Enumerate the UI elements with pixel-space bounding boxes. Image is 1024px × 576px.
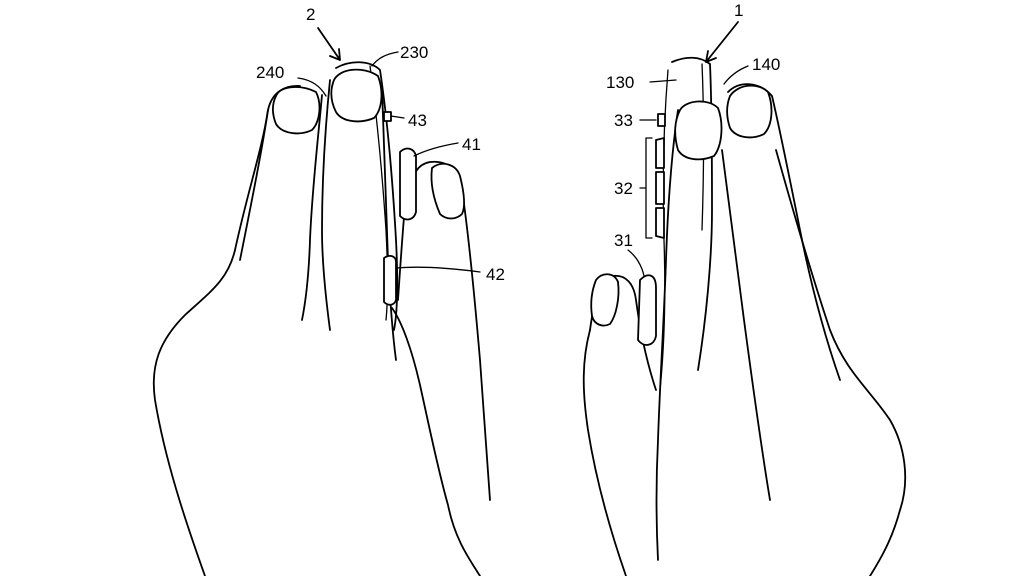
- left-middle-nail: [330, 68, 383, 123]
- left-index-nail: [272, 86, 321, 135]
- label-32: 32: [614, 179, 633, 198]
- label-ref-1: 1: [734, 1, 743, 20]
- label-ref-2: 2: [306, 5, 315, 24]
- label-130: 130: [606, 73, 634, 92]
- right-button-32-b: [655, 171, 665, 205]
- right-hand-view: [582, 21, 907, 576]
- left-middle-finger: [321, 79, 397, 361]
- left-curled-nail: [430, 162, 466, 220]
- right-index-nail: [726, 84, 773, 139]
- label-43: 43: [408, 111, 427, 130]
- label-240: 240: [256, 63, 284, 82]
- left-hand-view: [152, 27, 491, 576]
- right-controller-body: [671, 56, 713, 371]
- right-button-32-a: [655, 137, 665, 169]
- label-31: 31: [614, 231, 633, 250]
- right-reference-arrow: [705, 21, 739, 63]
- left-button-42: [383, 255, 397, 306]
- left-reference-arrow: [317, 27, 341, 61]
- left-button-41: [399, 147, 417, 221]
- left-index-finger: [239, 94, 323, 321]
- right-button-32-c: [655, 207, 665, 239]
- label-42: 42: [486, 265, 505, 284]
- left-controller-body: [335, 61, 399, 331]
- right-button-33: [657, 113, 666, 127]
- right-middle-finger: [655, 109, 679, 561]
- right-thumb-nail: [590, 273, 620, 327]
- label-230: 230: [400, 43, 428, 62]
- right-hand-outline: [582, 149, 907, 576]
- label-140: 140: [752, 55, 780, 74]
- label-41: 41: [462, 135, 481, 154]
- left-hand-outline: [152, 85, 481, 576]
- right-stick-31: [637, 274, 657, 346]
- label-33: 33: [614, 111, 633, 130]
- left-curled-finger: [410, 160, 491, 501]
- left-button-43: [383, 111, 392, 122]
- right-middle-nail: [674, 100, 723, 161]
